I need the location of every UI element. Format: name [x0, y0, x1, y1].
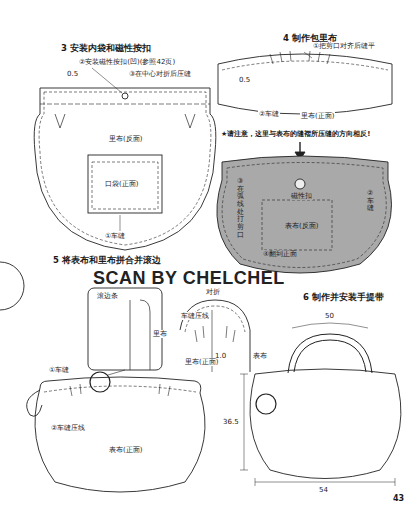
instruction-text: ②安装磁性按扣(凹)(参照42页) — [78, 58, 176, 66]
dimension: 0.5 — [66, 70, 79, 78]
stitch-line — [44, 386, 196, 392]
dimension: 36.5 — [222, 418, 240, 426]
warning-note: ★请注意，这里与表布的缝褶所压缝的方向相反! — [220, 130, 371, 138]
binding-tail — [27, 390, 42, 416]
instruction-text: ②车缝 — [366, 190, 375, 213]
part-name: 里布 — [152, 330, 168, 338]
pocket-stitch — [92, 162, 158, 209]
instruction-text: ②车缝 — [258, 110, 280, 118]
gathers — [195, 326, 235, 342]
dimension: 0.5 — [238, 76, 251, 84]
dimension: 50 — [324, 312, 335, 320]
handle — [294, 340, 366, 372]
dimension-tick — [255, 478, 395, 486]
part-name: 里布(反面) — [108, 135, 143, 143]
instruction-text: ①车缝 — [104, 232, 126, 240]
part-name: 滚边条 — [96, 292, 119, 300]
part-name: 磁性扣 — [290, 192, 313, 200]
stitch-line — [222, 61, 388, 70]
leader-line — [120, 215, 121, 231]
part-name: 表布(正面) — [108, 446, 143, 454]
instruction-text: ①车缝 — [48, 366, 70, 374]
instruction-text: 对折 — [205, 288, 221, 296]
bag-body — [35, 377, 205, 492]
dimension: 54 — [318, 486, 329, 494]
gathers — [70, 384, 170, 396]
detail-circle — [90, 372, 110, 392]
dart — [55, 114, 195, 128]
dimension-line — [244, 374, 245, 470]
outer-fabric — [217, 156, 392, 273]
detail-box — [88, 288, 162, 370]
part-name: 里布(正面) — [184, 358, 219, 366]
instruction-text: ③在弧线处打剪口 — [236, 178, 245, 240]
watermark: SCAN BY CHELCHEL — [92, 268, 286, 289]
fold-line — [40, 104, 210, 105]
part-name: 表布 — [252, 352, 268, 360]
leader-line — [92, 68, 122, 93]
dimension-line — [255, 482, 395, 483]
lining-piece — [34, 88, 216, 250]
step-heading: 6 制作并安装手提带 — [302, 293, 385, 303]
instruction-text: ①把剪口对齐后缝平 — [312, 42, 376, 50]
pocket-outline — [262, 200, 332, 250]
instruction-text: ②车缝压线 — [50, 424, 86, 432]
bag-body — [250, 369, 401, 479]
step-heading: 3 安装内袋和磁性按扣 — [60, 44, 152, 54]
stitch-line — [39, 92, 211, 245]
page-number: 43 — [392, 494, 405, 503]
pocket — [88, 155, 162, 213]
step-heading: 5 将表布和里布拼合并滚边 — [52, 256, 162, 266]
instruction-text: ④翻到正面 — [262, 250, 298, 258]
stitch-line — [222, 163, 386, 268]
detail-circle — [256, 394, 276, 414]
instruction-text: ③在中心对折后压缝 — [128, 70, 192, 78]
binding — [130, 300, 150, 370]
page-edge-circle — [0, 262, 24, 310]
part-name: 表布(反面) — [284, 222, 319, 230]
lining-piece — [218, 54, 392, 114]
dimension-tick — [240, 374, 248, 470]
magnet-snap — [295, 179, 305, 189]
leader-line — [108, 370, 125, 375]
part-name: 口袋(正面) — [104, 180, 139, 188]
dimension-line — [292, 323, 368, 328]
part-name: 里布(正面) — [300, 112, 335, 120]
leader-line — [304, 52, 312, 58]
instruction-text: 车缝压线 — [180, 312, 210, 320]
handle — [288, 334, 372, 373]
gathers — [270, 51, 330, 64]
binding-edge — [180, 300, 250, 372]
magnet-snap — [122, 93, 128, 99]
